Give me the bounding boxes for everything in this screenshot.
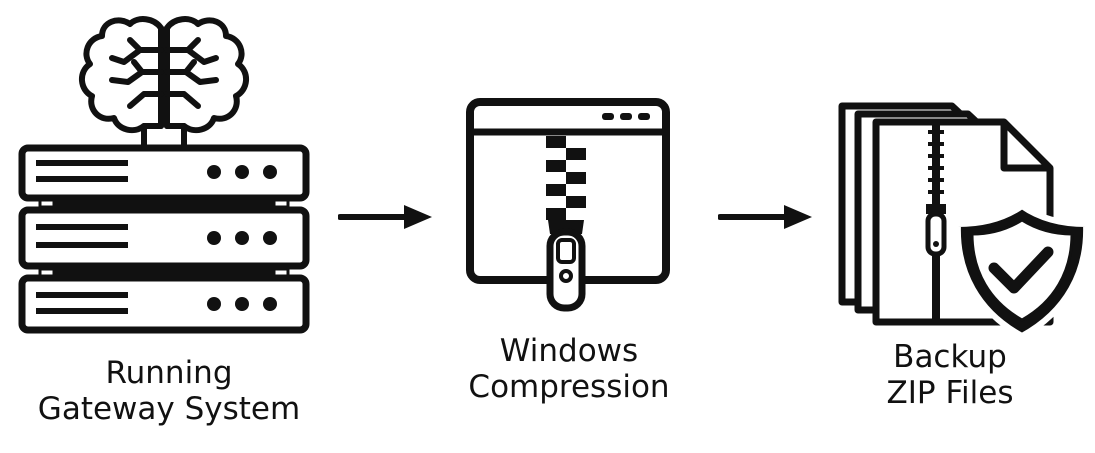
zip-files-shield-icon: [834, 96, 1090, 346]
node-label-line: Compression: [468, 369, 670, 405]
server-brain-icon: [18, 16, 310, 334]
arrow-right-icon: [338, 203, 434, 231]
node-label-gateway: Running Gateway System: [14, 355, 324, 427]
zipper-slider-icon: [546, 220, 586, 312]
node-label-line: Running: [105, 355, 233, 391]
node-label-line: Gateway System: [37, 391, 301, 427]
node-label-compression: Windows Compression: [444, 333, 694, 405]
arrow-right-icon: [718, 203, 814, 231]
server-rack-icon: [18, 144, 310, 334]
zipper-slider-icon: [925, 204, 947, 257]
node-label-backup: Backup ZIP Files: [830, 339, 1070, 411]
zip-window-icon: [464, 96, 674, 312]
node-label-line: Windows: [499, 333, 639, 369]
brain-icon: [79, 16, 249, 151]
zipper-teeth: [546, 136, 586, 220]
shield-check-icon: [954, 203, 1090, 339]
node-label-line: Backup: [893, 339, 1007, 375]
server-brain-icon: [14, 10, 314, 336]
node-label-line: ZIP Files: [886, 375, 1014, 411]
